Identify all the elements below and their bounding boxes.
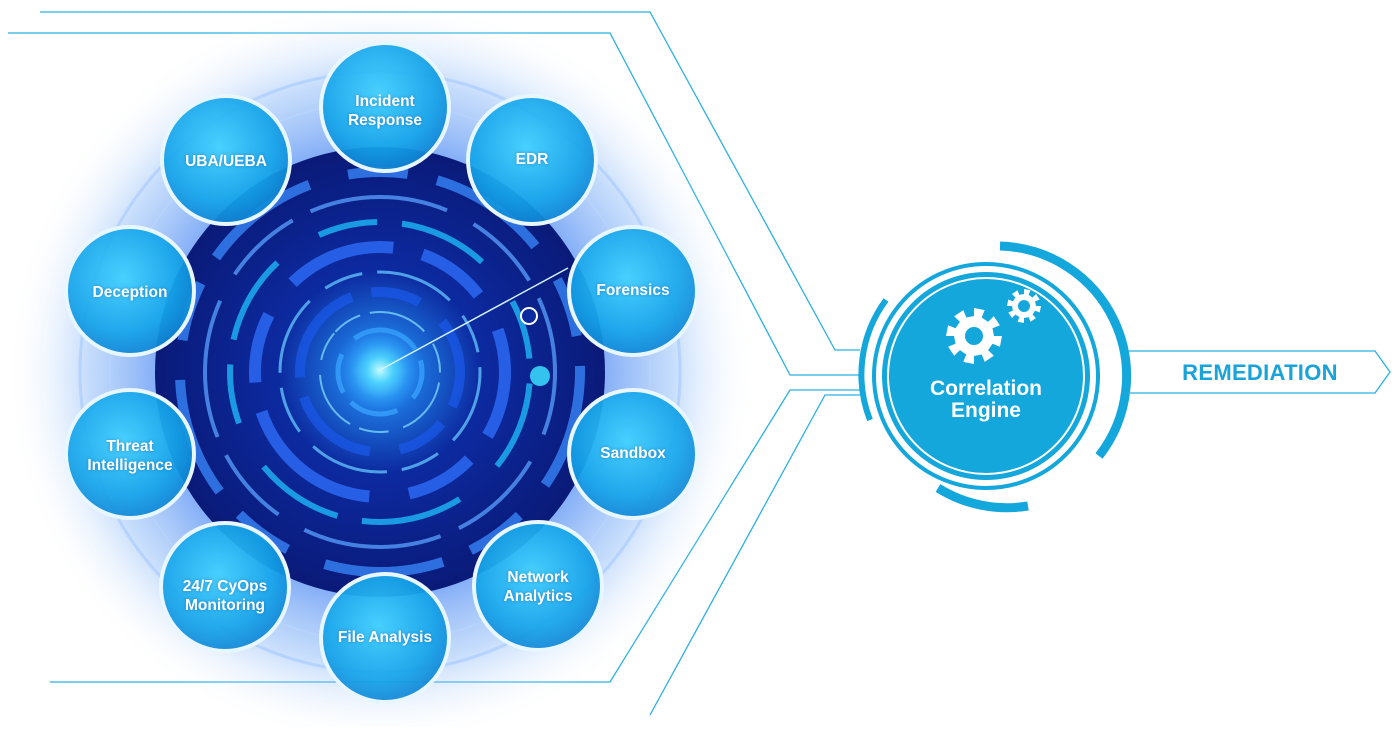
correlation-engine: [858, 241, 1132, 513]
connector-dot: [530, 366, 550, 386]
engine-inner-ring: [887, 277, 1085, 475]
engine-arc-outer-2: [935, 484, 1029, 513]
remediation-arrow: [1128, 350, 1391, 394]
engine-outer-ring: [872, 262, 1100, 490]
remediation-label: REMEDIATION: [1182, 360, 1338, 385]
core-ring: [227, 219, 533, 525]
connector-line: [379, 267, 569, 371]
node-sandbox-label: Sandbox: [600, 445, 666, 462]
gears-icon: [946, 289, 1041, 364]
node-uba-ueba-label: UBA/UEBA: [185, 153, 267, 170]
frame-outer-bottom: [649, 394, 860, 716]
node-forensics: [567, 225, 699, 357]
node-deception-bubble: [64, 225, 196, 357]
node-edr-label: EDR: [515, 151, 549, 168]
node-network-analytics-bubble: [472, 520, 604, 652]
node-bubbles: [64, 41, 699, 704]
core-rings: [175, 167, 585, 577]
node-sandbox: [567, 388, 699, 520]
node-threat-intelligence: [64, 388, 196, 520]
node-forensics-label: Forensics: [596, 282, 670, 299]
node-network-analytics-label: Network Analytics: [503, 569, 573, 605]
core-ring: [202, 194, 557, 549]
correlation-engine-label: Correlation Engine: [929, 377, 1042, 422]
node-incident-response-label: Incident Response: [347, 93, 423, 129]
node-cyops-monitoring-bubble: [159, 521, 291, 653]
node-sandbox-bubble: [567, 388, 699, 520]
node-cyops-monitoring: [159, 521, 291, 653]
node-cyops-monitoring-label: 24/7 CyOps Monitoring: [182, 578, 268, 614]
node-incident-response-bubble: [319, 41, 451, 173]
core-ring: [295, 287, 466, 457]
node-uba-ueba: [160, 94, 292, 226]
node-deception: [64, 225, 196, 357]
core-ring: [249, 241, 511, 503]
engine-arc-outer: [999, 241, 1132, 459]
node-uba-ueba-bubble: [160, 94, 292, 226]
connector-ring-dot: [520, 307, 538, 325]
node-file-analysis-bubble: [319, 572, 451, 704]
engine-body: [882, 272, 1090, 480]
large-gear-icon: [946, 308, 1002, 364]
small-gear-icon: [1007, 289, 1041, 323]
node-forensics-bubble: [567, 225, 699, 357]
engine-arc-left: [858, 298, 889, 422]
node-file-analysis-label: File Analysis: [337, 629, 433, 646]
node-deception-label: Deception: [92, 284, 168, 301]
node-threat-intelligence-bubble: [64, 388, 196, 520]
core-ring: [278, 270, 482, 474]
node-incident-response: [319, 41, 451, 173]
node-threat-intelligence-label: Threat Intelligence: [87, 438, 173, 474]
node-edr-bubble: [466, 94, 598, 226]
node-edr: [466, 94, 598, 226]
core-ring: [319, 311, 441, 433]
node-file-analysis: [319, 572, 451, 704]
node-network-analytics: [472, 520, 604, 652]
